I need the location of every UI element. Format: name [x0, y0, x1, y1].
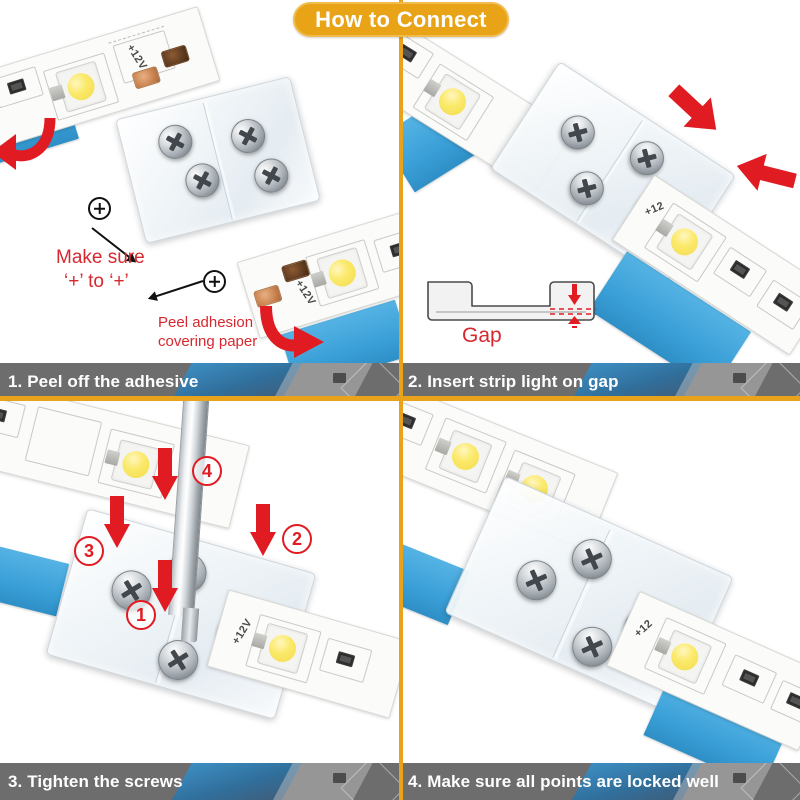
arrow-shaft	[110, 496, 124, 526]
panel-1-illustration: +12V +12V	[0, 0, 400, 363]
screw-callout-3: 3	[74, 536, 104, 566]
screw-locked-1	[510, 553, 563, 607]
arrow-to-screw-3	[104, 496, 130, 548]
screwdriver-tip	[180, 607, 200, 643]
caption-decor-chip	[733, 773, 746, 783]
screw-callout-2: 2	[282, 524, 312, 554]
led-pad	[310, 270, 327, 288]
arrow-shaft	[158, 560, 172, 590]
peel-note-line1: Peel adhesion	[158, 314, 254, 331]
caption-text-step-2: 2. Insert strip light on gap	[408, 371, 619, 391]
silk-outline	[24, 406, 103, 477]
title-text: How to Connect	[315, 6, 487, 32]
screw-top-left	[154, 121, 196, 163]
arrow-shaft	[256, 504, 270, 534]
arrow-to-screw-1	[152, 560, 178, 612]
panel-2-illustration: +12	[400, 0, 800, 363]
polarity-note-line2: ‘+’ to ‘+’	[64, 270, 129, 292]
arrow-head	[104, 524, 130, 548]
screw-top-right	[227, 115, 269, 157]
strip-voltage-label: +12	[642, 199, 666, 219]
screw-locked-2	[565, 532, 619, 586]
peel-arrow-upper	[0, 117, 56, 170]
led-pad	[49, 84, 66, 102]
polarity-note-line1: Make sure	[56, 247, 145, 268]
panel-step-4: +12 4. Make sure all points are locked w…	[400, 400, 800, 800]
led-pad	[104, 449, 121, 467]
plus-symbol-lower-icon	[203, 270, 226, 293]
arrow-to-screw-4	[152, 448, 178, 500]
leader-line-lower	[149, 280, 204, 300]
gap-label: Gap	[462, 324, 502, 347]
title-badge: How to Connect	[293, 2, 509, 37]
caption-decor-chip	[733, 373, 746, 383]
connector-ridge	[202, 102, 236, 220]
screw-callout-4: 4	[192, 456, 222, 486]
insert-arrow-right	[736, 153, 797, 191]
arrow-head	[250, 532, 276, 556]
gap-diagram	[427, 281, 596, 328]
horizontal-divider	[0, 396, 800, 401]
arrow-head	[152, 588, 178, 612]
panel-3-illustration: +12V	[0, 400, 400, 763]
panel-step-3: +12V	[0, 400, 400, 800]
arrow-head	[152, 476, 178, 500]
peel-note: Peel adhesion covering paper	[158, 314, 257, 352]
caption-bar-step-1: 1. Peel off the adhesive	[0, 363, 400, 400]
panel-4-illustration: +12	[400, 400, 800, 763]
caption-bar-step-4: 4. Make sure all points are locked well	[400, 763, 800, 800]
caption-text-step-3: 3. Tighten the screws	[8, 771, 183, 791]
screw-bottom-left	[181, 159, 224, 201]
panel-step-1: +12V +12V	[0, 0, 400, 400]
arrow-shaft	[158, 448, 172, 478]
caption-text-step-4: 4. Make sure all points are locked well	[408, 771, 719, 791]
caption-bar-step-3: 3. Tighten the screws	[0, 763, 400, 800]
screw-bottom-left	[563, 164, 611, 212]
plus-symbol-upper-icon	[88, 197, 111, 220]
caption-bar-step-2: 2. Insert strip light on gap	[400, 363, 800, 400]
screw-bottom-right	[250, 154, 292, 197]
screw-callout-1: 1	[126, 600, 156, 630]
caption-decor-chip	[333, 373, 346, 383]
peel-arrow-lower	[260, 305, 324, 358]
caption-text-step-1: 1. Peel off the adhesive	[8, 371, 199, 391]
arrow-to-screw-2	[250, 504, 276, 556]
caption-decor-chip	[333, 773, 346, 783]
strip-voltage-label: +12	[632, 617, 656, 640]
peel-note-line2: covering paper	[158, 332, 258, 350]
screw-top-left	[554, 108, 602, 156]
polarity-note: Make sure ‘+’ to ‘+’	[56, 246, 145, 294]
insert-arrow-top	[668, 84, 717, 130]
panel-step-2: +12	[400, 0, 800, 400]
